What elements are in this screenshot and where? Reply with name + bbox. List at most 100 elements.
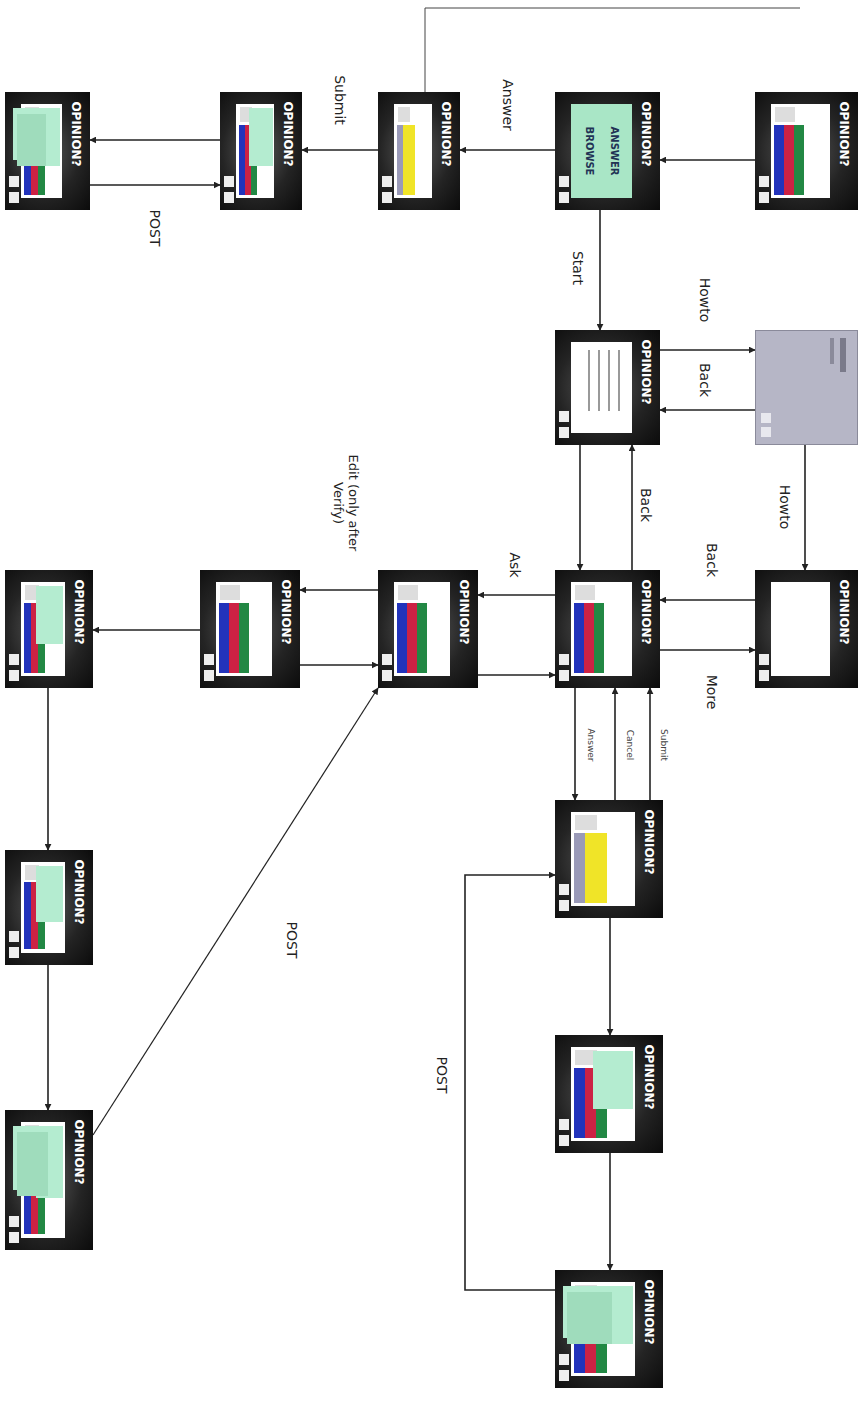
screen-button (9, 1232, 19, 1243)
logo-text: OPINION? (279, 579, 293, 644)
screen-node: OPINION? (755, 92, 858, 210)
screen-node: OPINION? (555, 1035, 663, 1153)
result-bar (239, 603, 249, 673)
flow-arrow (609, 1153, 611, 1270)
logo-text: OPINION? (642, 809, 656, 874)
answer-sheet (593, 1051, 633, 1109)
screen-button (559, 900, 569, 911)
result-bar (794, 125, 804, 195)
list-line (608, 350, 610, 411)
result-bar (24, 603, 31, 673)
flow-arrow (804, 445, 806, 570)
logo-text: OPINION? (69, 101, 83, 166)
screen-button (204, 654, 214, 665)
edge-label: POST (284, 920, 300, 961)
logo-text: OPINION? (642, 1044, 656, 1109)
answer-sheet (567, 1292, 612, 1344)
result-bar (24, 882, 31, 949)
flow-arrow (660, 649, 755, 651)
screen-node: OPINION? (5, 92, 90, 210)
flow-arrow (90, 139, 220, 141)
question-mark-icon (575, 815, 597, 830)
screen-button (204, 670, 214, 681)
edge-label: Edit (only after Verify) (330, 436, 360, 570)
screen-button (9, 192, 19, 203)
question-mark-icon (220, 585, 240, 600)
question-mark-icon (398, 107, 410, 122)
screen-button (559, 427, 569, 438)
screen-node: OPINION? (755, 570, 858, 688)
screen-panel (571, 812, 635, 906)
screen-button (559, 1135, 569, 1146)
logo-text: OPINION? (837, 579, 851, 644)
edge-label: Answer (586, 726, 596, 763)
edge-label: Submit (332, 73, 348, 127)
screen-node: OPINION? (378, 92, 460, 210)
edge-label: Cancel (625, 728, 635, 763)
screen-text-lines (830, 338, 834, 364)
screen-button (224, 192, 234, 203)
flow-arrow (478, 674, 555, 676)
screen-button (759, 192, 769, 203)
screen-button (759, 654, 769, 665)
screen-button (9, 654, 19, 665)
screen-button (9, 176, 19, 187)
answer-sheet (17, 114, 46, 166)
flow-arrow (47, 965, 49, 1110)
result-bar (574, 603, 584, 673)
screen-button (224, 176, 234, 187)
screen-button (761, 413, 771, 423)
edge-label: POST (434, 1055, 450, 1096)
flow-arrow (93, 629, 200, 631)
screen-button (759, 176, 769, 187)
screen-button (559, 1370, 569, 1381)
screen-button (382, 670, 392, 681)
screen-node: OPINION? (5, 850, 93, 965)
screen-button (759, 670, 769, 681)
screen-node: OPINION? (378, 570, 478, 688)
result-bar (585, 833, 596, 903)
result-bar (594, 603, 604, 673)
edge-label: Howto (697, 276, 713, 325)
result-bar (574, 1068, 585, 1138)
answer-sheet (36, 586, 63, 644)
flow-arrow (300, 589, 378, 591)
flow-arrow (300, 664, 378, 666)
result-bar (229, 603, 239, 673)
logo-text: OPINION? (72, 579, 86, 644)
screen-button (382, 192, 392, 203)
flow-arrow (302, 149, 378, 151)
screen-button (559, 884, 569, 895)
flow-arrow (609, 918, 611, 1035)
edge-label: Submit (659, 727, 669, 763)
screen-button (382, 654, 392, 665)
result-bar (584, 603, 594, 673)
edge-label: POST (147, 208, 163, 249)
flow-arrow (460, 149, 555, 151)
flow-arrow (660, 599, 755, 601)
screen-node: OPINION? (200, 570, 300, 688)
flow-arrow (614, 688, 616, 800)
question-mark-icon (575, 585, 595, 600)
list-line (598, 350, 600, 411)
result-bar (409, 125, 415, 195)
screen-text-lines (840, 338, 846, 372)
flow-arrow (579, 445, 581, 570)
result-bar (219, 603, 229, 673)
edge-label: Back (697, 361, 713, 399)
screen-node: OPINION?ANSWERBROWSE (555, 92, 660, 210)
question-mark-icon (398, 585, 418, 600)
edge-label: More (704, 673, 720, 712)
screen-button (9, 947, 19, 958)
logo-text: OPINION? (642, 1279, 656, 1344)
edge-label: Answer (500, 77, 516, 133)
screen-panel (394, 104, 432, 198)
logo-text: OPINION? (639, 101, 653, 166)
button-text: BROWSE (584, 127, 595, 176)
screen-button (9, 1216, 19, 1227)
screen-node: OPINION? (5, 570, 93, 688)
flow-arrow (478, 594, 555, 596)
